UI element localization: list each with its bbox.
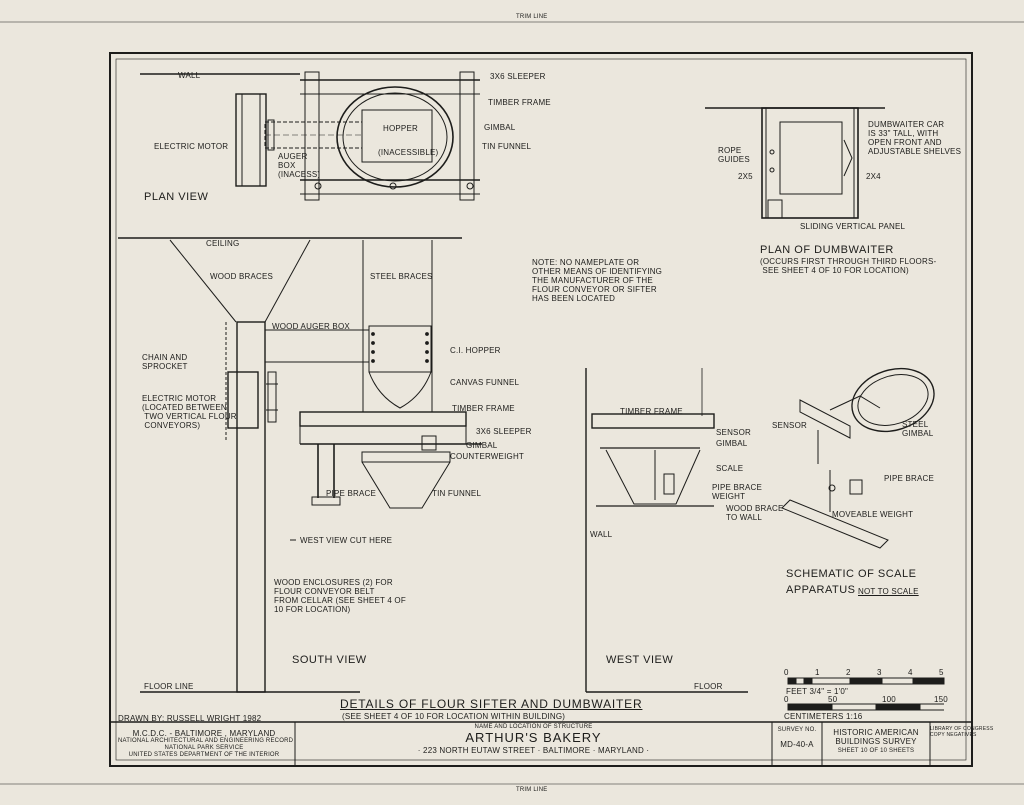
- tb-sheet-number: SHEET 10 OF 10 SHEETS: [837, 748, 915, 754]
- plan-view-drawing: [140, 71, 480, 201]
- drawing-title: DETAILS OF FLOUR SIFTER AND DUMBWAITER: [340, 697, 643, 711]
- label-west-scale: SCALE: [716, 464, 744, 473]
- label-west-timber-frame: TIMBER FRAME: [620, 407, 683, 416]
- label-south-timber-frame: TIMBER FRAME: [452, 404, 515, 413]
- label-plan-gimbal: GIMBAL: [484, 123, 516, 132]
- scale-feet-tick-3: 3: [877, 668, 882, 677]
- scale-feet-tick-2: 2: [846, 668, 851, 677]
- scale-cm-tick-50: 50: [828, 695, 838, 704]
- schematic-title: SCHEMATIC OF SCALE: [786, 568, 917, 580]
- label-2x4: 2x4: [866, 172, 881, 181]
- label-dumbwaiter-car: DUMBWAITER CAR IS 33" TALL, WITH OPEN FR…: [868, 120, 962, 156]
- scale-bar-graphic: [787, 677, 945, 711]
- label-canvas-funnel: CANVAS FUNNEL: [450, 378, 520, 387]
- sheet-inner-border: [115, 58, 967, 761]
- south-view-drawing: [118, 237, 482, 693]
- label-wood-brace-wall: WOOD BRACE TO WALL: [726, 504, 784, 522]
- label-west-sensor: SENSOR: [716, 428, 751, 437]
- tb-survey-no: MD-40-A: [780, 740, 814, 749]
- label-west-weight: WEIGHT: [712, 492, 746, 501]
- label-schematic-sensor: SENSOR: [772, 421, 807, 430]
- west-view-drawing: [585, 368, 748, 693]
- west-view-title: WEST VIEW: [606, 654, 674, 666]
- label-chain-sprocket: CHAIN AND SPROCKET: [142, 353, 188, 371]
- plan-view-title: PLAN VIEW: [144, 191, 209, 203]
- label-plan-electric-motor: ELECTRIC MOTOR: [154, 142, 229, 151]
- drawing-subtitle: (SEE SHEET 4 OF 10 FOR LOCATION WITHIN B…: [342, 712, 566, 721]
- label-schematic-pipe-brace: PIPE BRACE: [884, 474, 935, 483]
- manufacturer-note: NOTE: NO NAMEPLATE OR OTHER MEANS OF IDE…: [532, 258, 663, 303]
- label-ci-hopper: C.I. HOPPER: [450, 346, 501, 355]
- tb-agency-2: NATIONAL ARCHITECTURAL AND ENGINEERING R…: [118, 738, 294, 744]
- dumbwaiter-plan-drawing: [705, 107, 885, 219]
- label-west-floor: FLOOR: [694, 682, 723, 691]
- tb-agency-3: NATIONAL PARK SERVICE: [164, 745, 244, 751]
- label-plan-timber-frame: TIMBER FRAME: [488, 98, 551, 107]
- label-west-pipe-brace: PIPE BRACE: [712, 483, 763, 492]
- tb-survey-caption: SURVEY NO.: [777, 727, 817, 733]
- dumbwaiter-location-note: (OCCURS FIRST THROUGH THIRD FLOORS- SEE …: [760, 257, 937, 275]
- label-south-electric-motor: ELECTRIC MOTOR (LOCATED BETWEEN TWO VERT…: [142, 394, 237, 430]
- south-view-title: SOUTH VIEW: [292, 654, 367, 666]
- label-rope-guides: ROPE GUIDES: [718, 146, 750, 164]
- label-steel-gimbal: STEEL GIMBAL: [902, 420, 934, 438]
- schematic-title-line2: APPARATUS: [786, 584, 856, 596]
- label-inaccessible: (INACESSIBLE): [378, 148, 439, 157]
- dumbwaiter-plan-title: PLAN OF DUMBWAITER: [760, 244, 894, 256]
- label-south-pipe-brace: PIPE BRACE: [326, 489, 377, 498]
- scale-cm-label: CENTIMETERS: [784, 712, 844, 721]
- tb-library: LIBRARY OF CONGRESS COPY NEGATIVES: [930, 726, 994, 738]
- label-plan-tin-funnel: TIN FUNNEL: [482, 142, 532, 151]
- label-plan-sleeper: 3x6 SLEEPER: [490, 72, 546, 81]
- scale-cm-tick-100: 100: [882, 695, 896, 704]
- label-wood-auger-box: WOOD AUGER BOX: [272, 322, 350, 331]
- scale-cm-tick-0: 0: [784, 695, 789, 704]
- label-wood-enclosures: WOOD ENCLOSURES (2) FOR FLOUR CONVEYOR B…: [274, 578, 406, 614]
- tb-structure-name: ARTHUR'S BAKERY: [465, 730, 602, 745]
- label-south-sleeper: 3x6 SLEEPER: [476, 427, 532, 436]
- sheet-border: [109, 52, 973, 767]
- scale-feet-tick-5: 5: [939, 668, 944, 677]
- label-steel-braces: STEEL BRACES: [370, 272, 433, 281]
- scale-cm-tick-150: 150: [934, 695, 948, 704]
- label-west-gimbal: GIMBAL: [716, 439, 748, 448]
- scale-schematic-drawing: [781, 367, 935, 549]
- not-to-scale-label: NOT TO SCALE: [858, 587, 919, 596]
- label-wall: WALL: [178, 71, 201, 80]
- tb-habs-2: BUILDINGS SURVEY: [835, 737, 917, 746]
- trim-line-bottom-label: TRIM LINE: [516, 787, 548, 793]
- tb-agency-1: M.C.D.C. - BALTIMORE , MARYLAND: [132, 729, 276, 738]
- title-block-frame: [110, 721, 972, 766]
- label-hopper: HOPPER: [383, 124, 418, 133]
- label-sliding-panel: SLIDING VERTICAL PANEL: [800, 222, 906, 231]
- tb-agency-4: UNITED STATES DEPARTMENT OF THE INTERIOR: [128, 752, 280, 758]
- scale-ratio: 1:16: [846, 712, 863, 721]
- tb-structure-caption: NAME AND LOCATION OF STRUCTURE: [474, 724, 593, 730]
- tb-habs-1: HISTORIC AMERICAN: [833, 728, 919, 737]
- label-west-view-cut: WEST VIEW CUT HERE: [300, 536, 393, 545]
- label-floor-line: FLOOR LINE: [144, 682, 194, 691]
- label-auger-box: AUGER BOX (INACESS): [278, 152, 321, 179]
- tb-structure-address: · 223 NORTH EUTAW STREET · BALTIMORE · M…: [417, 746, 650, 755]
- label-south-tin-funnel: TIN FUNNEL: [432, 489, 482, 498]
- drawn-by: DRAWN BY: RUSSELL WRIGHT 1982: [118, 714, 262, 723]
- label-2x5: 2x5: [738, 172, 753, 181]
- scale-feet-tick-4: 4: [908, 668, 913, 677]
- label-wood-braces: WOOD BRACES: [210, 272, 274, 281]
- scale-feet-tick-1: 1: [815, 668, 820, 677]
- label-ceiling: CEILING: [206, 239, 240, 248]
- label-counterweight: COUNTERWEIGHT: [450, 452, 525, 461]
- label-west-wall: WALL: [590, 530, 613, 539]
- trim-line-top-label: TRIM LINE: [516, 14, 548, 20]
- scale-feet-label: FEET 3/4" = 1'0": [786, 687, 849, 696]
- scale-feet-tick-0: 0: [784, 668, 789, 677]
- label-moveable-weight: MOVEABLE WEIGHT: [832, 510, 914, 519]
- label-south-gimbal: GIMBAL: [466, 441, 498, 450]
